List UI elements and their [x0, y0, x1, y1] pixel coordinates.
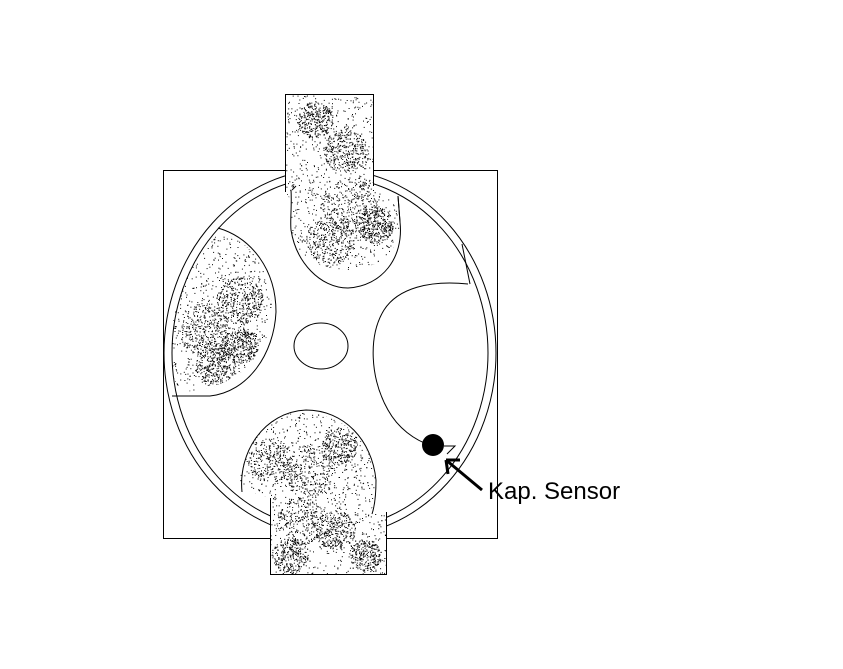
- material-bottom-pocket: [240, 412, 386, 575]
- sensor-bracket: [444, 445, 457, 455]
- pocket-top: [290, 189, 401, 289]
- vane-tip-right: [461, 243, 471, 285]
- pocket-bottom: [241, 409, 377, 515]
- rotor-hub: [293, 322, 349, 370]
- vane-tip-top-left: [291, 185, 297, 191]
- vane-tip-top-right: [397, 195, 401, 223]
- material-inlet: [286, 95, 400, 270]
- pocket-right: [372, 282, 469, 447]
- pocket-left: [176, 227, 277, 397]
- sensor-arrow: [444, 458, 483, 492]
- material-left-pocket: [172, 232, 272, 392]
- capacitive-sensor: [422, 434, 444, 456]
- sensor-label: Kap. Sensor: [488, 478, 621, 505]
